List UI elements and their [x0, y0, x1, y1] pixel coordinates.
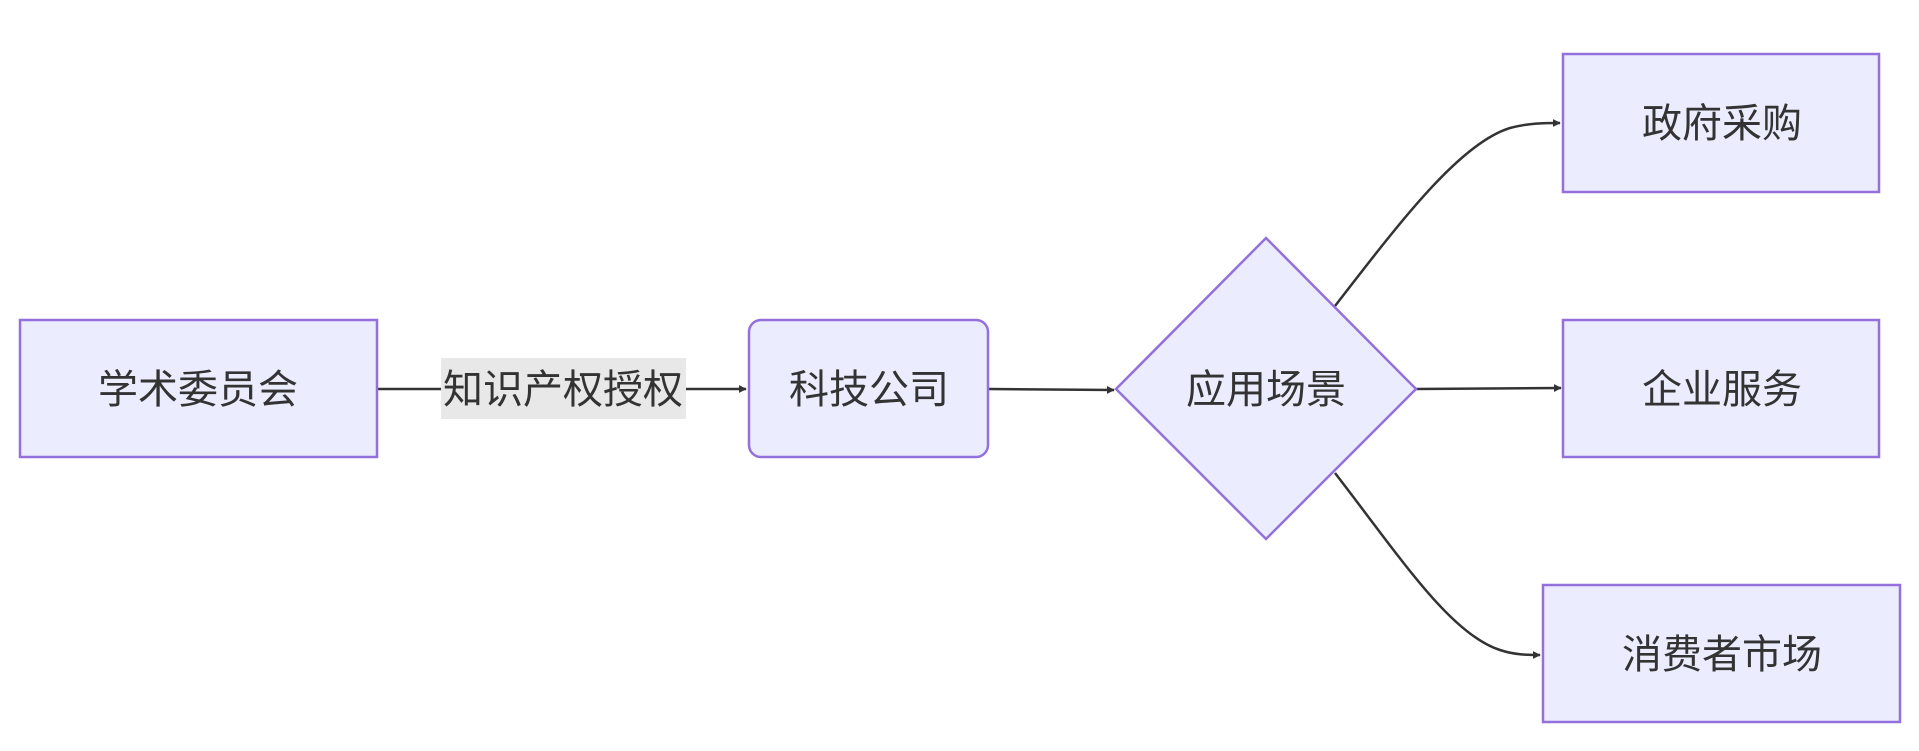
- node-consumer-market-label: 消费者市场: [1622, 632, 1822, 678]
- edge-label-license-text: 知识产权授权: [443, 367, 683, 413]
- node-gov-procurement[interactable]: 政府采购: [1561, 52, 1881, 194]
- node-tech-company-label: 科技公司: [789, 367, 949, 413]
- edge-label-license: 知识产权授权: [441, 358, 686, 419]
- edge-tech-company-to-scenarios: [988, 385, 1115, 394]
- node-committee[interactable]: 学术委员会: [18, 318, 379, 459]
- node-enterprise-services-label: 企业服务: [1642, 367, 1802, 413]
- edge-label-background: [441, 358, 686, 419]
- edge-scenarios-to-enterprise-services: [1415, 384, 1562, 393]
- edge-scenarios-to-gov-procurement: [1334, 119, 1561, 307]
- node-tech-company-box: [747, 318, 990, 459]
- node-enterprise-services-box: [1561, 318, 1881, 459]
- node-scenarios-diamond: [1114, 236, 1418, 541]
- node-gov-procurement-label: 政府采购: [1642, 101, 1802, 147]
- edge-scenarios-to-consumer-market: [1334, 472, 1541, 659]
- node-consumer-market[interactable]: 消费者市场: [1541, 583, 1902, 724]
- node-scenarios[interactable]: 应用场景: [1114, 236, 1418, 541]
- node-gov-procurement-box: [1561, 52, 1881, 194]
- node-tech-company[interactable]: 科技公司: [747, 318, 990, 459]
- node-committee-label: 学术委员会: [98, 367, 298, 413]
- node-scenarios-label: 应用场景: [1186, 367, 1346, 413]
- node-committee-box: [18, 318, 379, 459]
- node-enterprise-services[interactable]: 企业服务: [1561, 318, 1881, 459]
- node-consumer-market-box: [1541, 583, 1902, 724]
